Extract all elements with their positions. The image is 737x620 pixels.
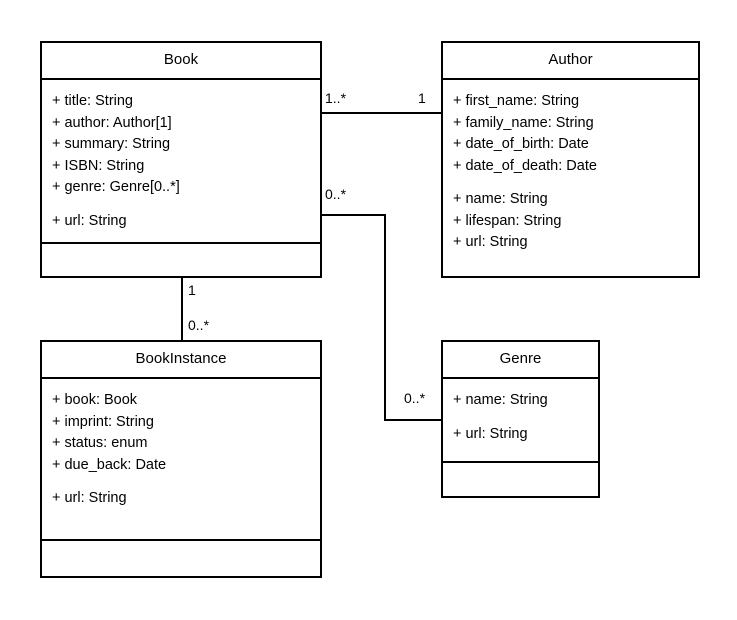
- attribute-spacer: [42, 199, 320, 211]
- class-operations-bookinstance: [42, 541, 320, 576]
- attribute-row: + book: Book: [52, 392, 138, 408]
- class-name-bookinstance: BookInstance: [42, 342, 320, 379]
- uml-class-bookinstance[interactable]: BookInstance + book: Book + imprint: Str…: [40, 340, 322, 578]
- multiplicity-book-bookinstance-target: 0..*: [188, 317, 210, 333]
- attribute-row: + author: Author[1]: [52, 114, 172, 131]
- attribute-row: + name: String: [453, 191, 548, 207]
- class-operations-genre: [443, 463, 598, 496]
- attribute-row: + date_of_birth: Date: [453, 136, 589, 152]
- class-attributes-bookinstance: + book: Book + imprint: String + status:…: [42, 379, 320, 541]
- attribute-row: + imprint: String: [52, 413, 154, 430]
- class-attributes-book: + title: String + author: Author[1] + su…: [42, 80, 320, 244]
- attribute-row: + family_name: String: [453, 114, 594, 131]
- class-attributes-genre: + name: String + url: String: [443, 379, 598, 463]
- multiplicity-book-bookinstance-source: 1: [188, 282, 196, 298]
- attribute-row: + date_of_death: Date: [453, 157, 597, 174]
- attribute-row: + status: enum: [52, 435, 148, 451]
- attribute-row: + due_back: Date: [52, 456, 167, 473]
- attribute-row: + ISBN: String: [52, 157, 145, 174]
- multiplicity-book-author-target: 1: [418, 90, 426, 106]
- uml-class-genre[interactable]: Genre + name: String + url: String: [441, 340, 600, 498]
- attribute-row: + name: String: [453, 392, 548, 408]
- class-name-genre: Genre: [443, 342, 598, 379]
- attribute-row: + url: String: [52, 212, 127, 229]
- attribute-spacer: [443, 177, 698, 189]
- attribute-row: + genre: Genre[0..*]: [52, 179, 180, 195]
- multiplicity-book-genre-target: 0..*: [404, 390, 426, 406]
- attribute-spacer: [42, 476, 320, 488]
- class-name-book: Book: [42, 43, 320, 80]
- uml-class-book[interactable]: Book + title: String + author: Author[1]…: [40, 41, 322, 278]
- attribute-row: + first_name: String: [453, 93, 580, 109]
- class-name-author: Author: [443, 43, 698, 80]
- attribute-row: + summary: String: [52, 136, 171, 152]
- attribute-row: + lifespan: String: [453, 212, 562, 229]
- multiplicity-book-author-source: 1..*: [325, 90, 347, 106]
- uml-class-author[interactable]: Author + first_name: String + family_nam…: [441, 41, 700, 278]
- attribute-row: + title: String: [52, 93, 133, 109]
- multiplicity-book-genre-source: 0..*: [325, 186, 347, 202]
- attribute-row: + url: String: [52, 490, 127, 506]
- class-operations-book: [42, 244, 320, 277]
- class-attributes-author: + first_name: String + family_name: Stri…: [443, 80, 698, 276]
- attribute-row: + url: String: [453, 234, 528, 250]
- attribute-spacer: [443, 412, 598, 424]
- attribute-row: + url: String: [453, 425, 528, 442]
